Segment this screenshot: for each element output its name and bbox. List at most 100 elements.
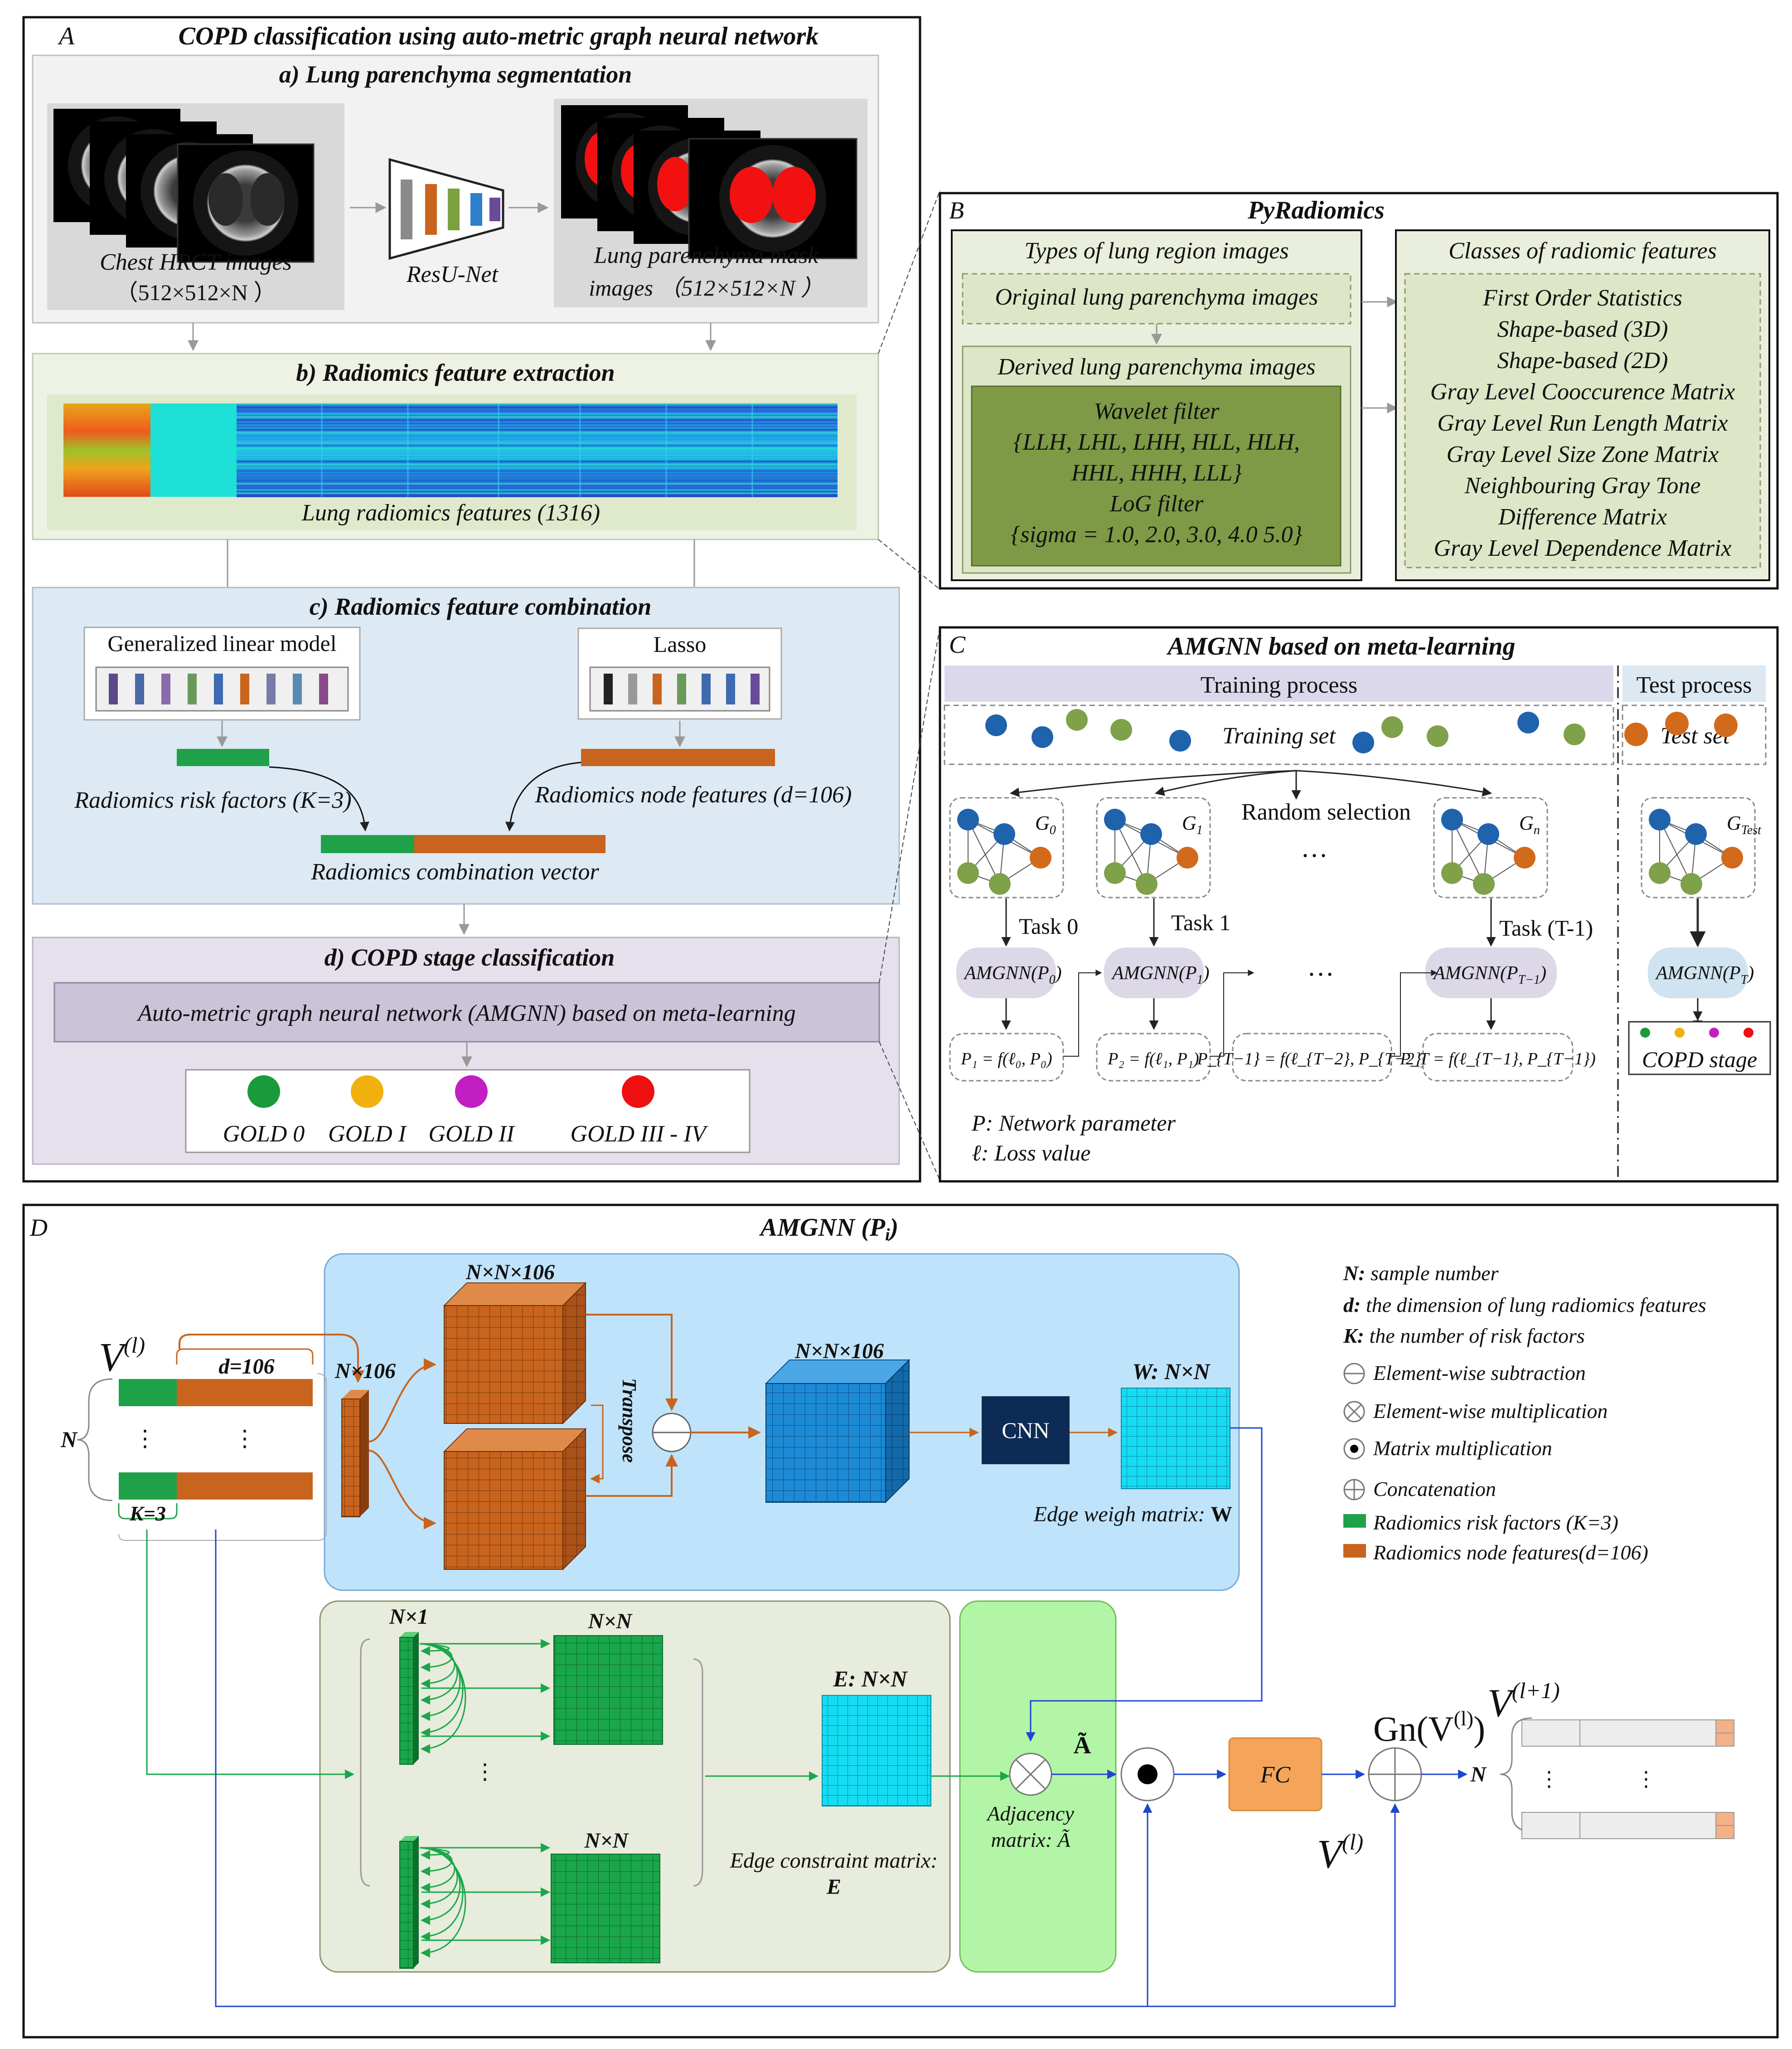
panel-b: B PyRadiomics Types of lung region image… xyxy=(939,192,1779,590)
feature-cube-top xyxy=(443,1282,587,1425)
graph-label: GTest xyxy=(1727,812,1762,837)
mask-label-2: images （512×512×N ） xyxy=(589,275,823,301)
heatmap-stripe xyxy=(237,442,838,443)
glm-coefficient-bar xyxy=(109,674,118,704)
heatmap-stripe xyxy=(237,422,838,424)
difference-cube xyxy=(765,1359,911,1504)
v-l-label: V(l) xyxy=(99,1332,145,1380)
segmentation-title: a) Lung parenchyma segmentation xyxy=(279,61,632,88)
graph-node xyxy=(1140,823,1162,845)
mask-image-stack xyxy=(561,105,857,259)
lasso-coefficient-bar xyxy=(726,674,735,704)
gold-stage-label: GOLD II xyxy=(428,1121,515,1147)
training-sample-node xyxy=(1110,719,1132,741)
heatmap-stripe xyxy=(237,410,838,412)
edge-constraint-matrix xyxy=(822,1695,931,1806)
heatmap-stripe xyxy=(237,435,838,437)
lasso-coefficient-bar xyxy=(604,674,613,704)
panel-a: A COPD classification using auto-metric … xyxy=(22,16,921,1183)
radiomics-heatmap xyxy=(63,403,838,497)
heatmap-stripe xyxy=(237,413,838,415)
gold-stage-dot xyxy=(247,1075,280,1108)
random-selection-arrow xyxy=(1154,770,1297,796)
filter-line: HHL, HHH, LLL} xyxy=(1071,460,1242,486)
lasso-coefficient-bar xyxy=(677,674,686,704)
copd-stage-label: COPD stage xyxy=(1642,1047,1757,1072)
glm-coefficient-bar xyxy=(240,674,249,704)
extraction-title: b) Radiomics feature extraction xyxy=(296,359,615,386)
risk-factor-bar xyxy=(177,749,269,766)
lasso-label: Lasso xyxy=(654,631,707,657)
amgnn-task-block xyxy=(1425,947,1557,998)
formula-box xyxy=(1232,1033,1392,1082)
risk-column-top xyxy=(400,1836,419,1841)
gold-stage-dot xyxy=(622,1075,654,1108)
graph-node xyxy=(1104,809,1126,830)
combination-title: c) Radiomics feature combination xyxy=(310,593,651,620)
output-row-1 xyxy=(1521,1719,1716,1747)
pairwise-arc xyxy=(419,1847,466,1958)
d106-label: d=106 xyxy=(218,1355,274,1379)
legend-swatch xyxy=(1343,1514,1366,1528)
graph-node xyxy=(1104,862,1126,884)
input-ellipsis-2: ⋮ xyxy=(233,1426,256,1451)
output-ellipsis-2: ⋮ xyxy=(1636,1767,1656,1791)
multiplication-icon xyxy=(1346,1404,1362,1419)
features-caption: Lung radiomics features (1316) xyxy=(301,500,600,526)
heatmap-stripe xyxy=(237,467,838,469)
panel-a-letter: A xyxy=(57,22,75,50)
heatmap-stripe xyxy=(237,492,838,494)
gold-stage-label: GOLD III - IV xyxy=(571,1121,708,1147)
panel-b-title: PyRadiomics xyxy=(1247,196,1385,224)
stage-dot xyxy=(1709,1028,1719,1038)
nxnx106-label-1: N×N×106 xyxy=(465,1260,555,1284)
combo-risk-bar xyxy=(321,835,414,853)
heatmap-stripe xyxy=(237,448,838,450)
heatmap-stripe xyxy=(237,461,838,462)
adjacency-label-2: matrix: Ã xyxy=(991,1828,1070,1851)
task-label: Task 0 xyxy=(1019,913,1078,939)
test-process-label: Test process xyxy=(1637,672,1752,698)
node-label: Radiomics node features (d=106) xyxy=(535,782,852,808)
node-feature-column xyxy=(341,1390,369,1517)
nxn-label-2: N×N xyxy=(584,1829,630,1853)
radiomic-class: Gray Level Run Length Matrix xyxy=(1437,410,1728,436)
test-sample-node xyxy=(1714,714,1738,737)
gold-stage-dot xyxy=(455,1075,488,1108)
filter-line: Wavelet filter xyxy=(1094,398,1220,424)
radiomic-class: Shape-based (3D) xyxy=(1497,316,1668,342)
training-sample-node xyxy=(1032,726,1053,748)
d-legend-item: Concatenation xyxy=(1373,1477,1496,1500)
n-out-label: N xyxy=(1470,1763,1487,1787)
v-bottom-label: V(l) xyxy=(1317,1829,1363,1877)
graph-node xyxy=(1473,873,1495,895)
output-row-2 xyxy=(1521,1812,1716,1839)
training-sample-node xyxy=(1427,725,1448,747)
glm-coefficient-bar xyxy=(188,674,197,704)
training-set-label: Training set xyxy=(1222,723,1336,749)
combo-label: Radiomics combination vector xyxy=(310,859,599,885)
glm-coefficient-bar xyxy=(135,674,144,704)
input-ellipsis-1: ⋮ xyxy=(134,1426,156,1451)
stage-title: d) COPD stage classification xyxy=(324,944,615,971)
d-legend-item: d: the dimension of lung radiomics featu… xyxy=(1343,1293,1706,1316)
edge-weight-label: Edge weigh matrix: W xyxy=(1033,1502,1233,1526)
graph-node xyxy=(1136,873,1158,895)
training-sample-node xyxy=(985,714,1007,736)
heatmap-stripe xyxy=(237,407,838,408)
n-label: N xyxy=(60,1427,78,1452)
graph-label: G0 xyxy=(1035,812,1056,837)
nxn-label-1: N×N xyxy=(588,1609,633,1633)
graph-label: Gn xyxy=(1519,812,1540,837)
filter-line: {sigma = 1.0, 2.0, 3.0, 4.0 5.0} xyxy=(1011,522,1303,548)
radiomic-class: First Order Statistics xyxy=(1482,285,1682,311)
parameter-update-arrow xyxy=(1210,970,1254,1057)
glm-coefficient-bar xyxy=(214,674,223,704)
glm-coefficient-bar xyxy=(266,674,276,704)
heatmap-stripe xyxy=(237,445,838,447)
middle-ellipsis: ⋮ xyxy=(474,1760,496,1784)
gold-stage-dot xyxy=(351,1075,383,1108)
heatmap-stripe xyxy=(237,489,838,491)
legend-swatch xyxy=(1343,1544,1366,1558)
stage-dot xyxy=(1744,1028,1753,1038)
